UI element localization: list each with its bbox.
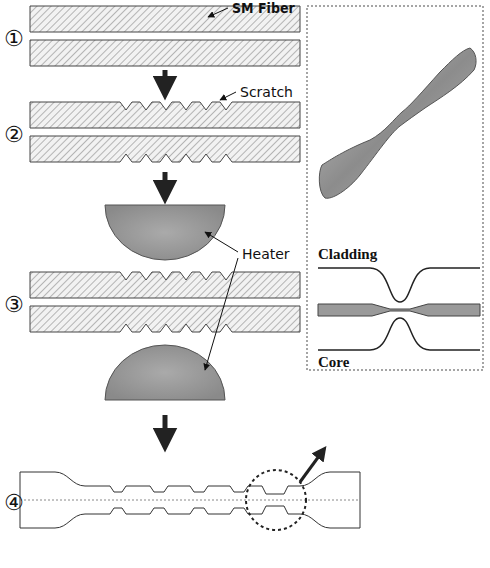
part-label: SM Fiber	[232, 0, 295, 16]
part-label: Cladding	[318, 246, 377, 263]
fiber-cladding-band	[30, 306, 300, 332]
part-label: Heater	[242, 246, 290, 262]
fiber-cladding-band	[30, 136, 300, 162]
twisted-taper	[319, 48, 476, 198]
fiber-cladding-band	[30, 102, 300, 128]
callout-number: ①	[4, 26, 24, 51]
callout-number: ③	[4, 292, 24, 317]
heater-top	[105, 205, 225, 260]
fiber-cladding-band	[30, 40, 300, 66]
fiber-cladding-band	[30, 272, 300, 298]
callout-number: ②	[4, 122, 24, 147]
tapered-fiber	[20, 452, 360, 530]
part-label: Core	[318, 354, 349, 371]
inset-panel	[307, 6, 483, 370]
callout-number: ④	[4, 490, 24, 515]
fiber-drawings	[30, 6, 300, 332]
part-label: Scratch	[240, 84, 293, 100]
heater-bottom	[105, 345, 225, 400]
